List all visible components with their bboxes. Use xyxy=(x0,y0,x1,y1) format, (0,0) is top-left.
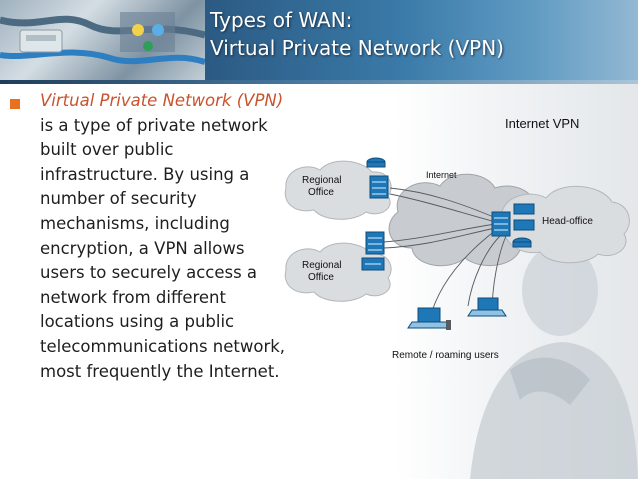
body-line: built over public xyxy=(40,140,174,160)
head-office-label: Head-office xyxy=(542,216,593,227)
body-text: Virtual Private Network (VPN) is a type … xyxy=(40,89,340,384)
background-person-photo xyxy=(470,244,638,479)
body-line: most frequently the Internet. xyxy=(40,361,280,381)
header-band xyxy=(205,0,638,80)
cloud-label: Internet xyxy=(426,170,457,180)
head-office-firewall-icon xyxy=(491,211,511,237)
head-office-switch-icon xyxy=(513,203,535,231)
office1-router-icon xyxy=(366,157,386,168)
vpn-tunnel-lines xyxy=(383,187,507,319)
vpn-diagram: Internet VPN Internet Regional Office Re… xyxy=(284,116,630,361)
title-line-1: Types of WAN: xyxy=(210,8,353,32)
header-divider xyxy=(0,80,638,84)
body-lead: Virtual Private Network (VPN) xyxy=(40,91,284,110)
body-line: locations using a public xyxy=(40,312,235,332)
remote-users-label: Remote / roaming users xyxy=(392,350,499,361)
body-line: users to securely access a xyxy=(40,263,258,283)
body-line: mechanisms, including xyxy=(40,213,230,233)
title-line-2: Virtual Private Network (VPN) xyxy=(210,36,504,60)
office2-firewall-icon xyxy=(365,231,385,255)
remote-laptop-icon-2 xyxy=(467,297,507,317)
remote-phone-icon xyxy=(446,320,451,330)
office1-firewall-icon xyxy=(369,175,389,199)
office2-switch-icon xyxy=(361,257,385,271)
head-office-router-icon xyxy=(512,237,532,248)
header-photo-network-cables xyxy=(0,0,205,80)
body-line: network from different xyxy=(40,287,226,307)
bullet-square xyxy=(10,99,20,109)
office2-label-line2: Office xyxy=(308,272,334,283)
body-line: telecommunications network, xyxy=(40,336,286,356)
office1-label-line1: Regional xyxy=(302,175,341,186)
body-line: number of security xyxy=(40,189,197,209)
slide-title: Types of WAN: Virtual Private Network (V… xyxy=(210,6,504,62)
office2-label-line1: Regional xyxy=(302,260,341,271)
diagram-title: Internet VPN xyxy=(505,116,579,131)
office1-label-line2: Office xyxy=(308,187,334,198)
body-line: encryption, a VPN allows xyxy=(40,238,245,258)
remote-laptop-icon xyxy=(407,307,451,329)
body-line: infrastructure. By using a xyxy=(40,164,250,184)
body-line: is a type of private network xyxy=(40,115,268,135)
